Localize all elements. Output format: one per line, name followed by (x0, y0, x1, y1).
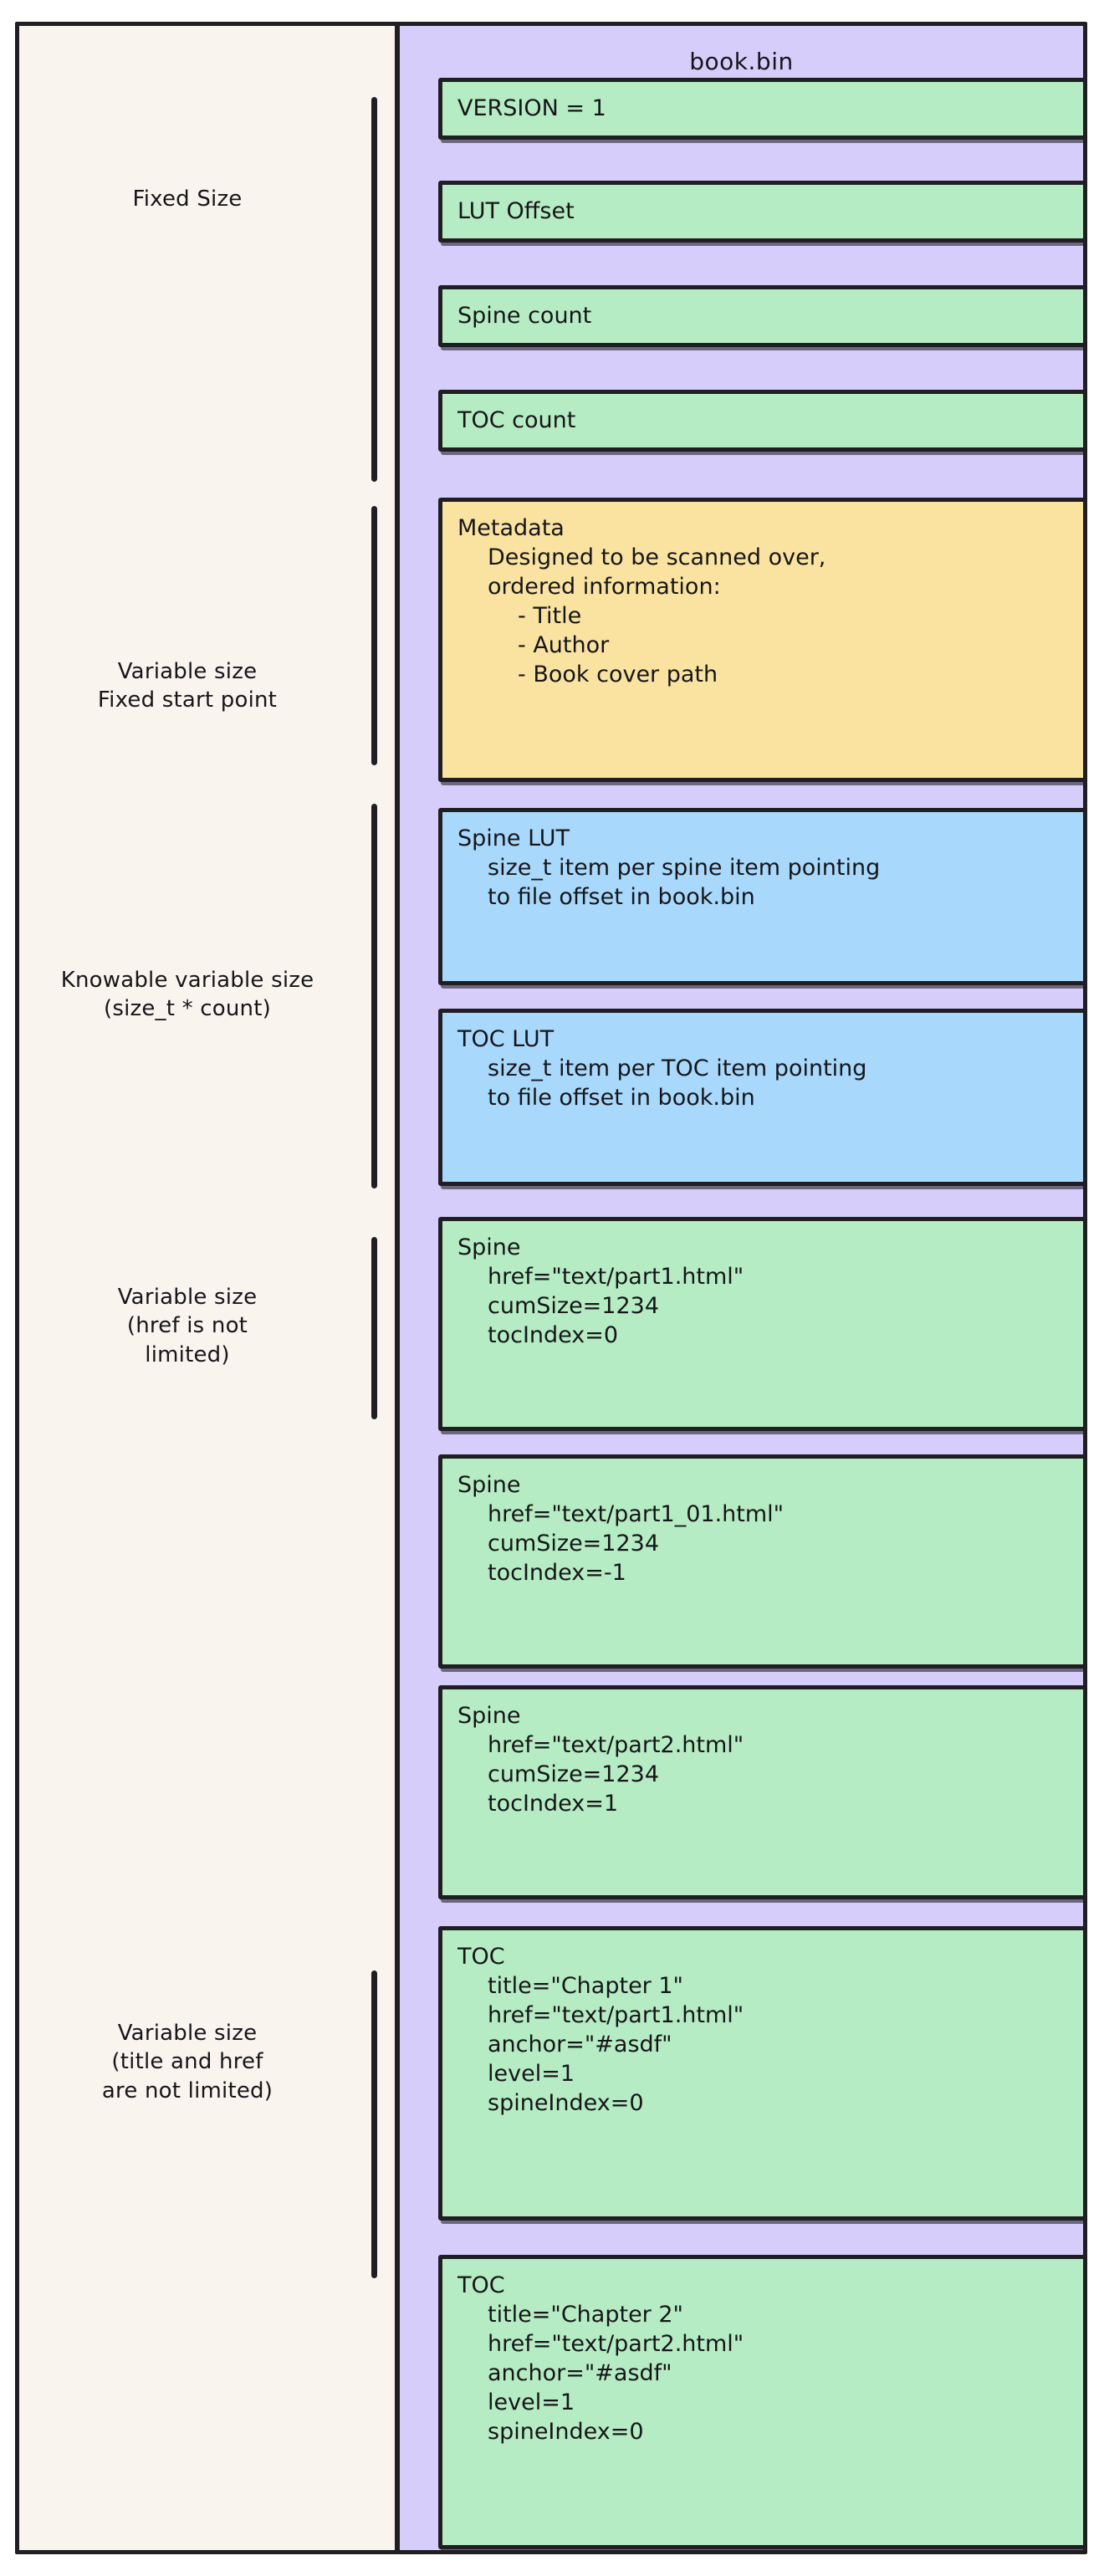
field-line: tocIndex=0 (488, 1322, 619, 1349)
field-line: level=1 (488, 2389, 575, 2416)
annotation-line: Fixed start point (97, 687, 278, 713)
annotation-variable-href: Variable size (href is not limited) (19, 1283, 371, 1369)
field-line: VERSION = 1 (457, 95, 606, 121)
field-line: - Book cover path (518, 662, 718, 688)
field-line: title="Chapter 1" (488, 1973, 683, 2000)
field-line: TOC (457, 2272, 505, 2298)
annotation-line: (size_t * count) (104, 996, 271, 1022)
field-line: tocIndex=-1 (488, 1560, 626, 1587)
field-box-spine-count: Spine count (438, 285, 1083, 347)
annotation-line: are not limited) (101, 2078, 273, 2103)
field-box-lut-offset: LUT Offset (438, 181, 1083, 243)
annotation-line: limited) (145, 1342, 230, 1367)
field-line: TOC (457, 1944, 505, 1970)
annotation-line: (title and href (111, 2049, 263, 2075)
field-line: Spine (457, 1472, 521, 1498)
field-line: to file offset in book.bin (488, 884, 755, 911)
field-line: title="Chapter 2" (488, 2302, 683, 2328)
field-box-toc-count: TOC count (438, 390, 1083, 452)
group-bracket (371, 804, 377, 1188)
annotation-line: Knowable variable size (60, 968, 314, 993)
field-box-spine-2: Spine href="text/part1_01.html" cumSize=12… (438, 1454, 1083, 1669)
field-box-version: VERSION = 1 (438, 78, 1083, 140)
field-line: TOC LUT (457, 1026, 555, 1052)
group-bracket (371, 97, 377, 482)
diagram-frame: Fixed Size Variable size Fixed start poi… (15, 22, 1087, 2554)
annotation-line: Variable size (117, 1285, 258, 1310)
field-box-toc-2: TOC title="Chapter 2" href="text/part2.htm… (438, 2255, 1083, 2549)
field-line: Metadata (457, 515, 565, 541)
field-box-spine-lut: Spine LUT size_t item per spine item poin… (438, 808, 1083, 985)
annotation-knowable-variable-size: Knowable variable size (size_t * count) (19, 966, 371, 1024)
field-line: size_t item per spine item pointing (488, 855, 881, 882)
field-line: Designed to be scanned over, (488, 544, 826, 571)
field-line: LUT Offset (457, 198, 575, 224)
field-line: spineIndex=0 (488, 2090, 644, 2117)
field-line: Spine (457, 1234, 521, 1260)
group-bracket (371, 1970, 377, 2278)
annotation-line: Fixed Size (132, 187, 243, 212)
annotation-line: Variable size (117, 2021, 258, 2046)
field-line: ordered information: (488, 574, 721, 601)
field-box-toc-lut: TOC LUT size_t item per TOC item pointing… (438, 1009, 1083, 1186)
field-line: cumSize=1234 (488, 1531, 660, 1557)
field-line: Spine count (457, 303, 592, 329)
field-line: - Author (518, 632, 610, 659)
field-line: anchor="#asdf" (488, 2032, 672, 2058)
field-line: size_t item per TOC item pointing (488, 1055, 867, 1082)
field-line: Spine LUT (457, 825, 570, 851)
field-line: tocIndex=1 (488, 1791, 619, 1817)
annotation-variable-fixed-start: Variable size Fixed start point (19, 657, 371, 715)
group-bracket (371, 506, 377, 765)
field-line: href="text/part2.html" (488, 2331, 744, 2358)
annotation-line: Variable size (117, 659, 258, 684)
field-line: spineIndex=0 (488, 2419, 644, 2446)
field-line: Spine (457, 1703, 521, 1729)
field-box-toc-1: TOC title="Chapter 1"href="text/part1.htm… (438, 1926, 1083, 2221)
field-line: anchor="#asdf" (488, 2360, 672, 2387)
field-line: to file offset in book.bin (488, 1085, 755, 1112)
annotations-column: Fixed Size Variable size Fixed start poi… (19, 26, 395, 2550)
field-line: href="text/part1.html" (488, 1264, 744, 1291)
annotation-fixed-size: Fixed Size (19, 185, 371, 213)
field-line: href="text/part1.html" (488, 2002, 744, 2029)
file-layout-column: book.bin VERSION = 1 LUT Offset Spine co… (395, 26, 1083, 2550)
field-line: TOC count (457, 407, 576, 433)
field-line: cumSize=1234 (488, 1761, 660, 1788)
field-line: href="text/part1_01.html" (488, 1501, 785, 1528)
group-bracket (371, 1237, 377, 1419)
annotation-line: (href is not (126, 1313, 248, 1339)
annotation-variable-title-href: Variable size (title and href are not li… (19, 2019, 371, 2105)
field-line: - Title (518, 603, 582, 630)
field-line: level=1 (488, 2061, 575, 2088)
file-title: book.bin (689, 48, 794, 75)
field-box-spine-3: Spine href="text/part2.html"cumSize=1234 t… (438, 1685, 1083, 1899)
field-line: href="text/part2.html" (488, 1732, 744, 1759)
field-line: cumSize=1234 (488, 1293, 660, 1320)
